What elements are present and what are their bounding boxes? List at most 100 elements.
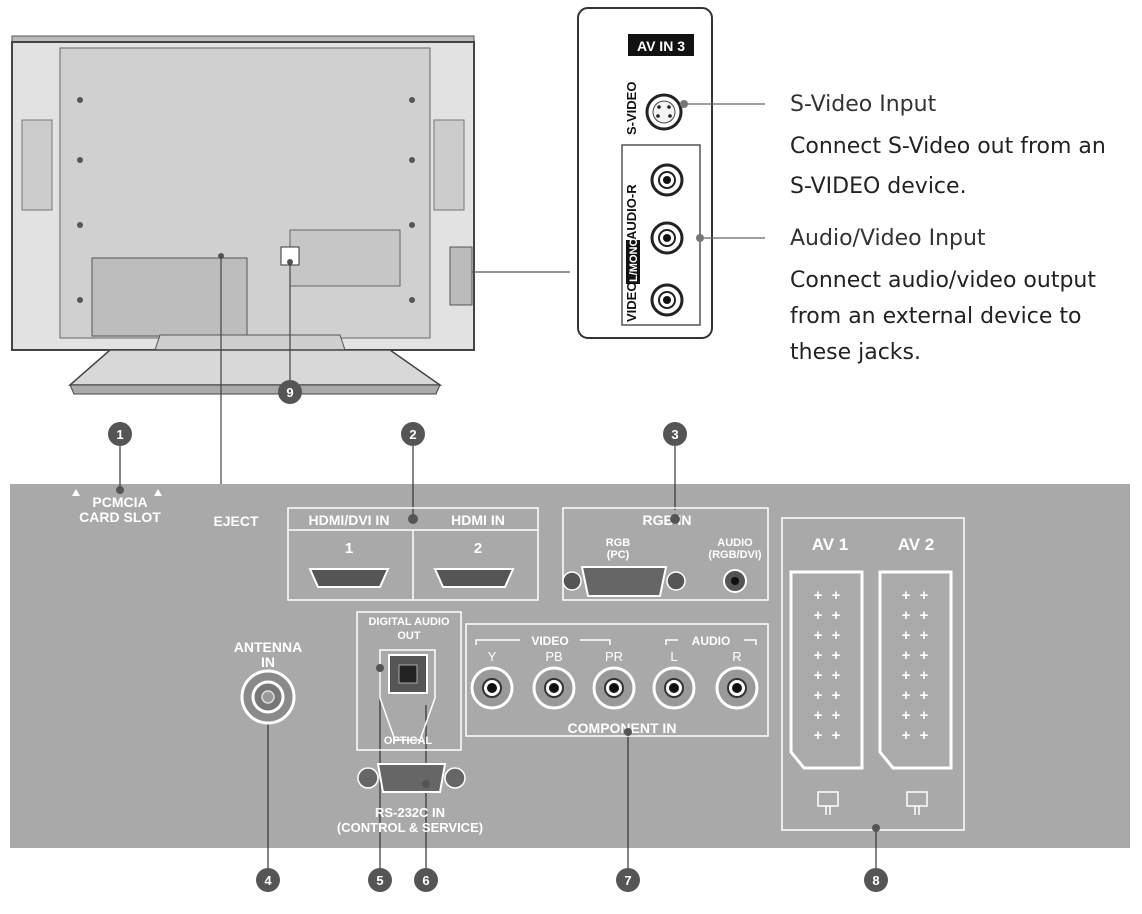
svg-text:+: + — [832, 587, 841, 604]
svideo-callout-line2: S-VIDEO device. — [790, 174, 967, 199]
digital-audio-label-1: DIGITAL AUDIO — [368, 616, 450, 628]
av-in-3-header-bg — [628, 34, 694, 56]
svideo-callout-title: S-Video Input — [790, 92, 937, 117]
svg-text:+: + — [814, 667, 823, 684]
svg-text:+: + — [902, 607, 911, 624]
pcmcia-arrow-left — [72, 489, 80, 496]
svg-text:+: + — [832, 687, 841, 704]
svideo-side-label: S-VIDEO — [624, 82, 639, 135]
svg-text:+: + — [832, 707, 841, 724]
svg-text:+: + — [832, 627, 841, 644]
comp-label-l: L — [670, 649, 677, 664]
hdmi2-number: 2 — [474, 540, 482, 557]
svideo-port — [645, 93, 683, 131]
svg-text:+: + — [832, 667, 841, 684]
rs232-label-1: RS-232C IN — [375, 805, 445, 820]
svg-text:+: + — [814, 727, 823, 744]
av2-scart-port — [878, 570, 953, 770]
rs232-label-2: (CONTROL & SERVICE) — [337, 820, 483, 835]
hdmi-section: HDMI/DVI IN HDMI IN 1 2 — [287, 507, 539, 601]
svg-text:+: + — [832, 607, 841, 624]
audio-rgb-label-2: (RGB/DVI) — [708, 549, 762, 561]
av-callout-title: Audio/Video Input — [790, 226, 986, 251]
av-callout-line1: Connect audio/video output — [790, 268, 1096, 293]
video-group-label: VIDEO — [531, 634, 568, 648]
av-in-3-header: AV IN 3 — [637, 38, 685, 54]
hdmi-label: HDMI IN — [451, 512, 505, 528]
rgb-pc-port — [562, 566, 686, 597]
av1-scart-port — [789, 570, 864, 770]
eject-label: EJECT — [213, 513, 259, 529]
svg-text:+: + — [814, 647, 823, 664]
connector-panel — [10, 484, 1130, 848]
badge-2: 2 — [409, 427, 416, 442]
pcmcia-dot — [116, 486, 124, 494]
antenna-label-1: ANTENNA — [234, 639, 302, 655]
badge-9: 9 — [286, 385, 293, 400]
audio-r-side-label: AUDIO-R — [624, 184, 639, 240]
svg-text:+: + — [920, 667, 929, 684]
scart-plug-icons — [817, 791, 928, 815]
badge-6: 6 — [422, 873, 429, 888]
svg-text:+: + — [902, 627, 911, 644]
svg-text:+: + — [814, 687, 823, 704]
antenna-label-2: IN — [261, 654, 275, 670]
badge-3: 3 — [671, 427, 678, 442]
badge-1: 1 — [116, 427, 123, 442]
l-mono-side-label: L/MONO — [628, 238, 640, 282]
pcmcia-label-2: CARD SLOT — [79, 509, 161, 525]
digital-audio-label-2: OUT — [397, 630, 421, 642]
badge-8: 8 — [872, 873, 879, 888]
rgb-pc-label-2: (PC) — [607, 549, 630, 561]
svg-text:+: + — [832, 647, 841, 664]
comp-label-pr: PR — [605, 649, 623, 664]
svg-text:+: + — [814, 627, 823, 644]
svg-text:+: + — [920, 687, 929, 704]
antenna-port — [240, 669, 296, 725]
svideo-callout-line1: Connect S-Video out from an — [790, 134, 1106, 159]
svg-text:+: + — [902, 587, 911, 604]
comp-label-y: Y — [488, 649, 497, 664]
av-callout-line2: from an external device to — [790, 304, 1081, 329]
svg-text:+: + — [902, 727, 911, 744]
hdmi2-port — [433, 568, 515, 588]
svg-text:+: + — [814, 707, 823, 724]
svg-text:+: + — [920, 627, 929, 644]
svideo-callout-dot — [680, 100, 688, 108]
component-section: VIDEO AUDIO Y PB PR L R COMPONENT IN — [465, 623, 769, 737]
comp-label-pb: PB — [545, 649, 562, 664]
svg-text:+: + — [920, 587, 929, 604]
svg-text:+: + — [920, 727, 929, 744]
hdmi1-number: 1 — [345, 540, 353, 557]
av-callout-dot — [696, 234, 704, 242]
optical-label: OPTICAL — [384, 735, 433, 747]
av-callout-line3: these jacks. — [790, 340, 921, 365]
hdmi-dvi-label: HDMI/DVI IN — [309, 512, 390, 528]
rgb-in-label: RGB IN — [643, 512, 692, 528]
svg-text:+: + — [902, 667, 911, 684]
svg-text:+: + — [902, 687, 911, 704]
av2-label: AV 2 — [898, 535, 935, 554]
svg-text:+: + — [920, 707, 929, 724]
number-badges: 1 2 3 4 5 6 7 8 9 — [108, 380, 888, 892]
comp-label-r: R — [732, 649, 741, 664]
audio-rgb-jack — [723, 569, 747, 593]
svg-text:+: + — [814, 587, 823, 604]
side-av-panel: AV IN 3 S-VIDEO AUDIO-R L/MONO VIDEO — [577, 7, 713, 339]
component-in-label: COMPONENT IN — [568, 720, 677, 736]
svg-text:+: + — [920, 647, 929, 664]
svg-text:+: + — [902, 707, 911, 724]
audio-group-label: AUDIO — [692, 634, 731, 648]
optical-section: DIGITAL AUDIO OUT OPTICAL — [356, 611, 462, 751]
rgb-section: RGB IN RGB (PC) AUDIO (RGB/DVI) — [562, 507, 769, 601]
audio-rgb-label-1: AUDIO — [717, 537, 753, 549]
pcmcia-label-1: PCMCIA — [92, 494, 147, 510]
rgb-pc-label-1: RGB — [606, 537, 631, 549]
pcmcia-arrow-right — [154, 489, 162, 496]
av1-label: AV 1 — [812, 535, 849, 554]
badge-5: 5 — [376, 873, 383, 888]
video-side-label: VIDEO — [624, 282, 639, 322]
svg-text:+: + — [902, 647, 911, 664]
tv-back-illustration — [11, 35, 475, 395]
